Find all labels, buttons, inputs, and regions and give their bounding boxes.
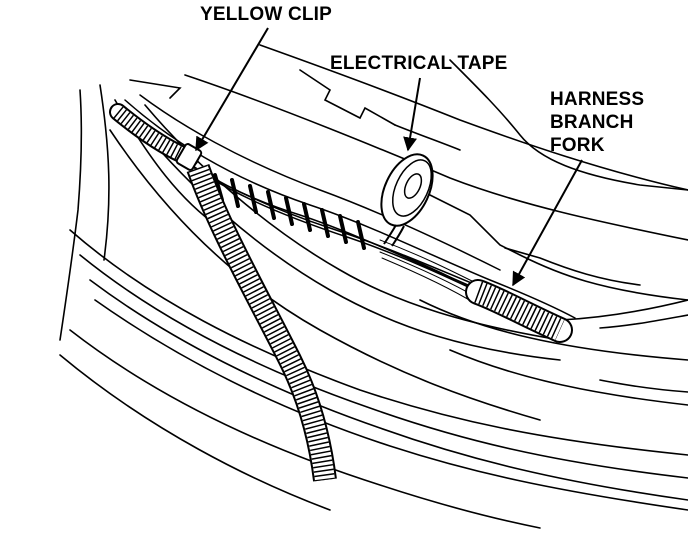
harness-branch-fork-label-line-1: HARNESS: [550, 89, 645, 110]
harness-branch-fork-label: HARNESS BRANCH FORK: [550, 88, 644, 157]
harness-fine-wires: [379, 239, 481, 305]
callout-leaders: [195, 27, 583, 287]
yellow-clip-label: YELLOW CLIP: [200, 4, 333, 25]
fork-conduit: [465, 279, 573, 343]
floor-panel-lines: [59, 229, 688, 529]
yellow-clip-leader: [195, 27, 269, 152]
tape-roll: [380, 153, 434, 247]
harness-branch-fork-label-line-3: FORK: [550, 135, 605, 156]
yellow-clip: [175, 143, 203, 171]
conduit-hanging: [186, 163, 337, 482]
electrical-tape-label: ELECTRICAL TAPE: [330, 53, 508, 74]
electrical-tape-leader: [403, 77, 421, 152]
harness-branch-fork-label-line-2: BRANCH: [550, 112, 634, 133]
harness-fork-leader: [512, 159, 583, 287]
